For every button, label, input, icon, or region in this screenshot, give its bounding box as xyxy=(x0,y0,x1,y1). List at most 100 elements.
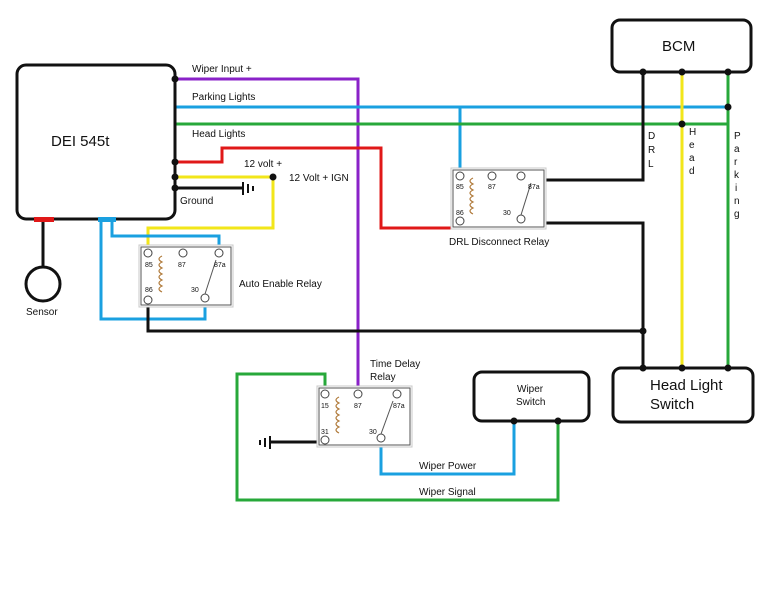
wiper-switch: Wiper Switch xyxy=(472,370,591,423)
auto-relay-label: Auto Enable Relay xyxy=(239,279,322,290)
vertical-letter: R xyxy=(648,145,655,156)
wiper-switch-label-2: Switch xyxy=(516,397,545,408)
junction-dot xyxy=(724,364,732,372)
vertical-letter: L xyxy=(648,159,654,170)
sensor: Sensor xyxy=(24,265,62,318)
auto-enable-relay: 85 86 87 87a 30 Auto Enable Relay xyxy=(138,244,322,308)
relay-pin-label: 87a xyxy=(214,262,226,269)
relay-pin-label: 30 xyxy=(191,287,199,294)
vertical-letter: D xyxy=(648,131,655,142)
relay-pin-label: 86 xyxy=(456,210,464,217)
relay-terminal xyxy=(487,171,497,181)
wire-drl-bcm xyxy=(519,72,645,183)
vertical-letter: a xyxy=(734,144,740,155)
wire-drl-30 xyxy=(521,221,645,368)
label-12-volt: 12 volt + xyxy=(244,159,282,170)
junction-dot xyxy=(639,68,647,76)
junction-dot xyxy=(678,364,686,372)
ground-symbol-time-delay xyxy=(259,436,271,449)
dei-545t-module: DEI 545t xyxy=(15,63,177,222)
junction-dot xyxy=(639,327,647,335)
vertical-letter: P xyxy=(734,131,741,142)
blue-connector-tab xyxy=(98,217,116,222)
label-12-volt-ign: 12 Volt + IGN xyxy=(289,173,349,184)
junction-dot xyxy=(724,103,732,111)
wire-wiper-input xyxy=(175,77,360,396)
relay-pin-label: 30 xyxy=(503,210,511,217)
label-head-vertical: H e a d xyxy=(689,127,696,177)
wire-wiper-power xyxy=(379,421,516,476)
relay-pin-label: 85 xyxy=(145,262,153,269)
label-wiper-signal: Wiper Signal xyxy=(419,487,476,498)
label-wiper-power: Wiper Power xyxy=(419,461,477,472)
wire-dei-to-auto-30 xyxy=(99,219,207,321)
label-drl-vertical: D R L xyxy=(648,131,655,170)
junction-dot xyxy=(554,417,562,425)
vertical-letter: g xyxy=(734,209,740,220)
relay-terminal xyxy=(516,214,526,224)
relay-pin-label: 15 xyxy=(321,403,329,410)
junction-dot xyxy=(171,158,179,166)
relay-terminal xyxy=(320,389,330,399)
ground-symbol-dei xyxy=(242,182,254,195)
junction-dot xyxy=(678,68,686,76)
relay-pin-label: 30 xyxy=(369,429,377,436)
relay-pin-label: 87 xyxy=(488,184,496,191)
head-light-switch-label-1: Head Light xyxy=(650,377,723,394)
junction-dot xyxy=(171,173,179,181)
relay-terminal xyxy=(455,216,465,226)
relay-terminal xyxy=(320,435,330,445)
relay-terminal xyxy=(455,171,465,181)
bcm-label: BCM xyxy=(662,38,695,55)
sensor-label: Sensor xyxy=(26,307,58,318)
vertical-letter: r xyxy=(734,157,738,168)
sensor-connector-tab xyxy=(34,217,54,222)
vertical-letter: H xyxy=(689,127,696,138)
head-light-switch: Head Light Switch xyxy=(611,366,755,424)
relay-terminal xyxy=(353,389,363,399)
vertical-letter: n xyxy=(734,196,740,207)
drl-disconnect-relay: 85 86 87 87a 30 DRL Disconnect Relay xyxy=(449,167,549,248)
relay-terminal xyxy=(392,389,402,399)
relay-terminal xyxy=(178,248,188,258)
label-head-lights: Head Lights xyxy=(192,129,245,140)
junction-dot xyxy=(678,120,686,128)
relay-pin-label: 86 xyxy=(145,287,153,294)
label-ground: Ground xyxy=(180,196,213,207)
vertical-letter: d xyxy=(689,166,695,177)
label-parking-lights: Parking Lights xyxy=(192,92,255,103)
junction-dot xyxy=(510,417,518,425)
relay-pin-label: 85 xyxy=(456,184,464,191)
relay-terminal xyxy=(143,248,153,258)
time-delay-label-1: Time Delay xyxy=(370,359,420,370)
relay-terminal xyxy=(143,295,153,305)
relay-terminal xyxy=(376,433,386,443)
vertical-letter: i xyxy=(735,183,737,194)
wire-auto-86-ground-bus xyxy=(146,300,643,333)
relay-pin-label: 87 xyxy=(354,403,362,410)
wiper-switch-label-1: Wiper xyxy=(517,384,544,395)
wire-wiper-signal xyxy=(235,372,560,502)
dei-label: DEI 545t xyxy=(51,133,110,150)
relay-pin-label: 87a xyxy=(393,403,405,410)
junction-dot xyxy=(724,68,732,76)
junction-dot xyxy=(171,184,179,192)
junction-dot xyxy=(171,75,179,83)
relay-pin-label: 31 xyxy=(321,429,329,436)
vertical-letter: e xyxy=(689,140,695,151)
vertical-letter: k xyxy=(734,170,740,181)
relay-terminal xyxy=(516,171,526,181)
wire-ign-to-auto-relay xyxy=(146,177,275,256)
junction-dot xyxy=(269,173,277,181)
junction-dot xyxy=(639,364,647,372)
relay-coil xyxy=(469,177,475,215)
relay-pin-label: 87 xyxy=(178,262,186,269)
relay-coil xyxy=(335,396,341,434)
relay-pin-label: 87a xyxy=(528,184,540,191)
time-delay-label-2: Relay xyxy=(370,372,396,383)
drl-relay-label: DRL Disconnect Relay xyxy=(449,237,549,248)
label-wiper-input: Wiper Input + xyxy=(192,64,252,75)
head-light-switch-label-2: Switch xyxy=(650,396,694,413)
relay-terminal xyxy=(214,248,224,258)
